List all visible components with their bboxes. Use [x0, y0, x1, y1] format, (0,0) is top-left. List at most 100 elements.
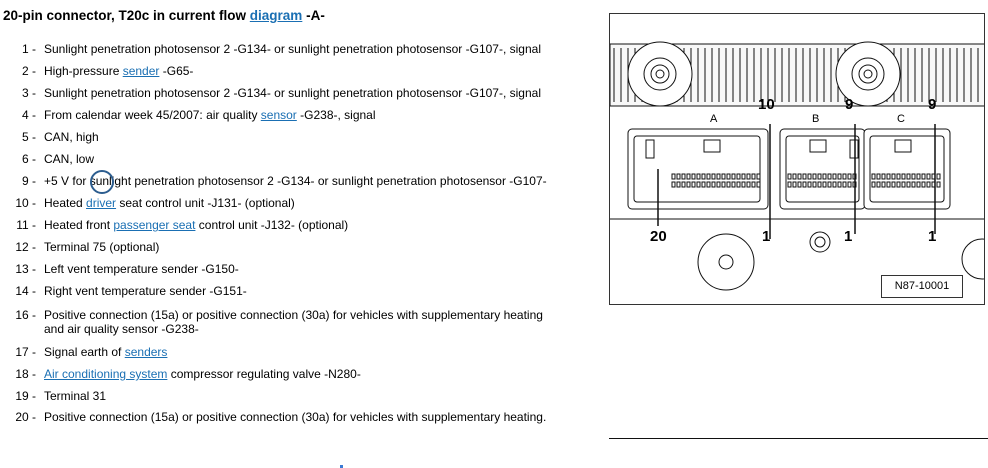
pin-number: 11 -: [16, 218, 36, 232]
pin-description: Right vent temperature sender -G151-: [44, 284, 247, 298]
pin-text-segment: CAN, low: [44, 152, 95, 166]
mouse-cursor-ring: [90, 170, 114, 194]
pin-description: From calendar week 45/2007: air quality …: [44, 108, 376, 122]
pin-description: CAN, low: [44, 152, 94, 166]
pin-slot: [756, 181, 761, 188]
glossary-link[interactable]: sender: [122, 64, 160, 78]
pin-slot: [751, 181, 756, 188]
pin-text-segment: High-pressure: [44, 64, 123, 78]
label-c: C: [897, 113, 905, 125]
glossary-link[interactable]: driver: [86, 196, 117, 210]
label-pin-1-c: 1: [928, 228, 936, 245]
pin-number: 1 -: [21, 42, 36, 56]
pin-slot: [691, 181, 696, 188]
pin-text-segment: Signal earth of: [44, 345, 125, 359]
pin-text-segment: -G65-: [159, 64, 194, 78]
pin-description: CAN, high: [44, 130, 99, 144]
pin-slot: [881, 173, 886, 180]
pin-slot: [731, 181, 736, 188]
pin-slot: [916, 173, 921, 180]
pin-description: High-pressure sender -G65-: [44, 64, 193, 78]
pin-slot: [901, 181, 906, 188]
pin-slot: [741, 173, 746, 180]
pin-description: Air conditioning system compressor regul…: [44, 367, 361, 381]
pin-number: 10 -: [15, 196, 36, 210]
pin-slot: [926, 173, 931, 180]
pin-slot: [936, 173, 941, 180]
page-title: 20-pin connector, T20c in current flow d…: [3, 8, 325, 23]
pin-slot: [701, 181, 706, 188]
label-pin-9-b: 9: [845, 96, 853, 113]
glossary-link[interactable]: sensor: [260, 108, 297, 122]
pin-slot: [906, 173, 911, 180]
pin-slot: [751, 173, 756, 180]
pin-text-segment: Heated: [44, 196, 87, 210]
pin-text-segment: Heated front: [44, 218, 114, 232]
figure-reference: N87-10001: [881, 275, 963, 298]
pin-text-segment: Left vent temperature sender -G150-: [44, 262, 239, 276]
pin-slot: [696, 173, 701, 180]
pin-slot: [681, 173, 686, 180]
pin-text-segment: seat control unit -J131- (optional): [116, 196, 295, 210]
pin-text-segment: Sunlight penetration photosensor 2 -G134…: [44, 42, 541, 56]
pin-description: Left vent temperature sender -G150-: [44, 262, 239, 276]
pin-slot: [876, 173, 881, 180]
pin-text-segment: -G238-, signal: [296, 108, 376, 122]
bottom-divider: [609, 438, 988, 439]
label-a: A: [710, 113, 718, 125]
pin-slot: [671, 181, 676, 188]
pin-slot: [726, 173, 731, 180]
pin-description: Positive connection (15a) or positive co…: [44, 410, 546, 424]
pin-slot: [681, 181, 686, 188]
pin-number: 19 -: [15, 389, 36, 403]
pin-slot: [842, 173, 847, 180]
pin-slot: [812, 173, 817, 180]
pin-text-segment: Positive connection (15a) or positive co…: [44, 308, 543, 322]
pin-slot: [891, 173, 896, 180]
pin-slot: [817, 181, 822, 188]
pin-slot: [906, 181, 911, 188]
diagram-link[interactable]: diagram: [249, 8, 303, 23]
label-pin-1-b: 1: [844, 228, 852, 245]
pin-slot: [926, 181, 931, 188]
pin-slot: [792, 173, 797, 180]
title-prefix: 20-pin connector, T20c in current flow: [3, 8, 250, 23]
pin-slot: [706, 181, 711, 188]
pin-slot: [911, 173, 916, 180]
pin-description: +5 V for sunlight penetration photosenso…: [44, 174, 547, 188]
pin-slot: [891, 181, 896, 188]
pin-slot: [822, 173, 827, 180]
pin-slot: [711, 181, 716, 188]
label-pin-20: 20: [650, 228, 667, 245]
pin-slot: [691, 173, 696, 180]
glossary-link[interactable]: passenger seat: [113, 218, 196, 232]
pin-slot: [837, 173, 842, 180]
pin-slot: [797, 173, 802, 180]
pin-text-segment: compressor regulating valve -N280-: [167, 367, 361, 381]
pin-text-segment: Right vent temperature sender -G151-: [44, 284, 247, 298]
pin-slot: [731, 173, 736, 180]
pin-slot: [896, 181, 901, 188]
glossary-link[interactable]: senders: [124, 345, 168, 359]
pin-slot: [842, 181, 847, 188]
pin-description: Heated driver seat control unit -J131- (…: [44, 196, 295, 210]
pin-slot: [901, 173, 906, 180]
pin-text-segment: CAN, high: [44, 130, 99, 144]
glossary-link[interactable]: Air conditioning system: [44, 367, 168, 381]
pin-number: 2 -: [21, 64, 36, 78]
pin-slot: [847, 173, 852, 180]
pin-number: 18 -: [15, 367, 36, 381]
pin-slot: [812, 181, 817, 188]
connector-illustration: A B C 10 9 9 20 1 1 1: [610, 41, 984, 291]
pin-slot: [671, 173, 676, 180]
pin-slot: [787, 181, 792, 188]
pin-slot: [721, 181, 726, 188]
pin-slot: [921, 181, 926, 188]
pin-number: 13 -: [15, 262, 36, 276]
connector-diagram: A B C 10 9 9 20 1 1 1: [609, 13, 985, 305]
pin-text-segment: Terminal 75 (optional): [44, 240, 160, 254]
pin-description: Terminal 75 (optional): [44, 240, 159, 254]
pin-number: 4 -: [21, 108, 36, 122]
pin-slot: [921, 173, 926, 180]
pin-slot: [807, 181, 812, 188]
